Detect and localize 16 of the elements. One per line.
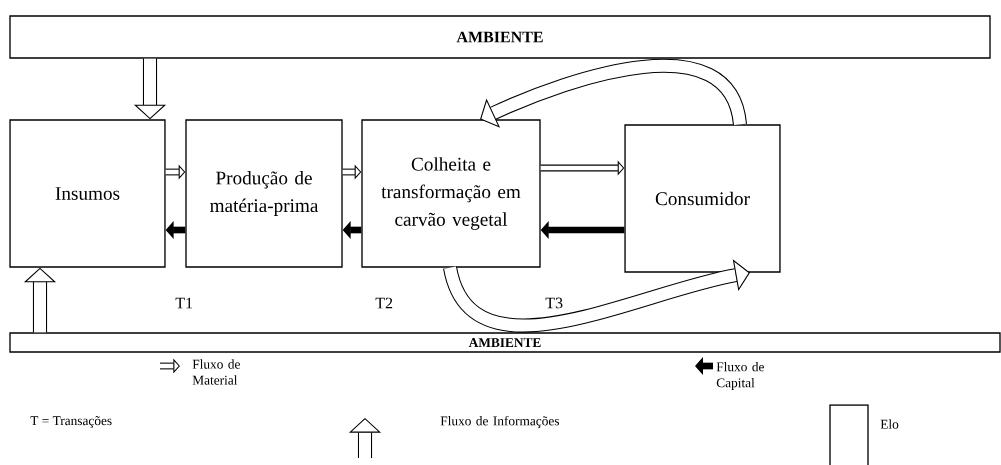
process-box: Insumos: [9, 119, 166, 268]
curved-arrow: [443, 259, 750, 333]
transaction-label: T2: [375, 297, 393, 309]
process-box: Produção de matéria-prima: [185, 119, 343, 268]
transaction-label: T3: [545, 297, 563, 309]
legend-text: Fluxo de Material: [192, 359, 240, 385]
banner-box: AMBIENTE: [9, 15, 991, 59]
banner-box: AMBIENTE: [9, 332, 1001, 353]
legend-text: Elo: [880, 419, 899, 429]
curved-arrow: [480, 58, 747, 128]
process-box: Colheita e transformação em carvão vegetal: [361, 119, 541, 268]
legend-text: T = Transações: [30, 416, 112, 428]
transaction-label: T1: [175, 297, 193, 309]
process-box: Consumidor: [624, 124, 781, 273]
legend-text: Fluxo de Informações: [440, 415, 559, 429]
legend-text: Fluxo de Capital: [716, 361, 764, 391]
